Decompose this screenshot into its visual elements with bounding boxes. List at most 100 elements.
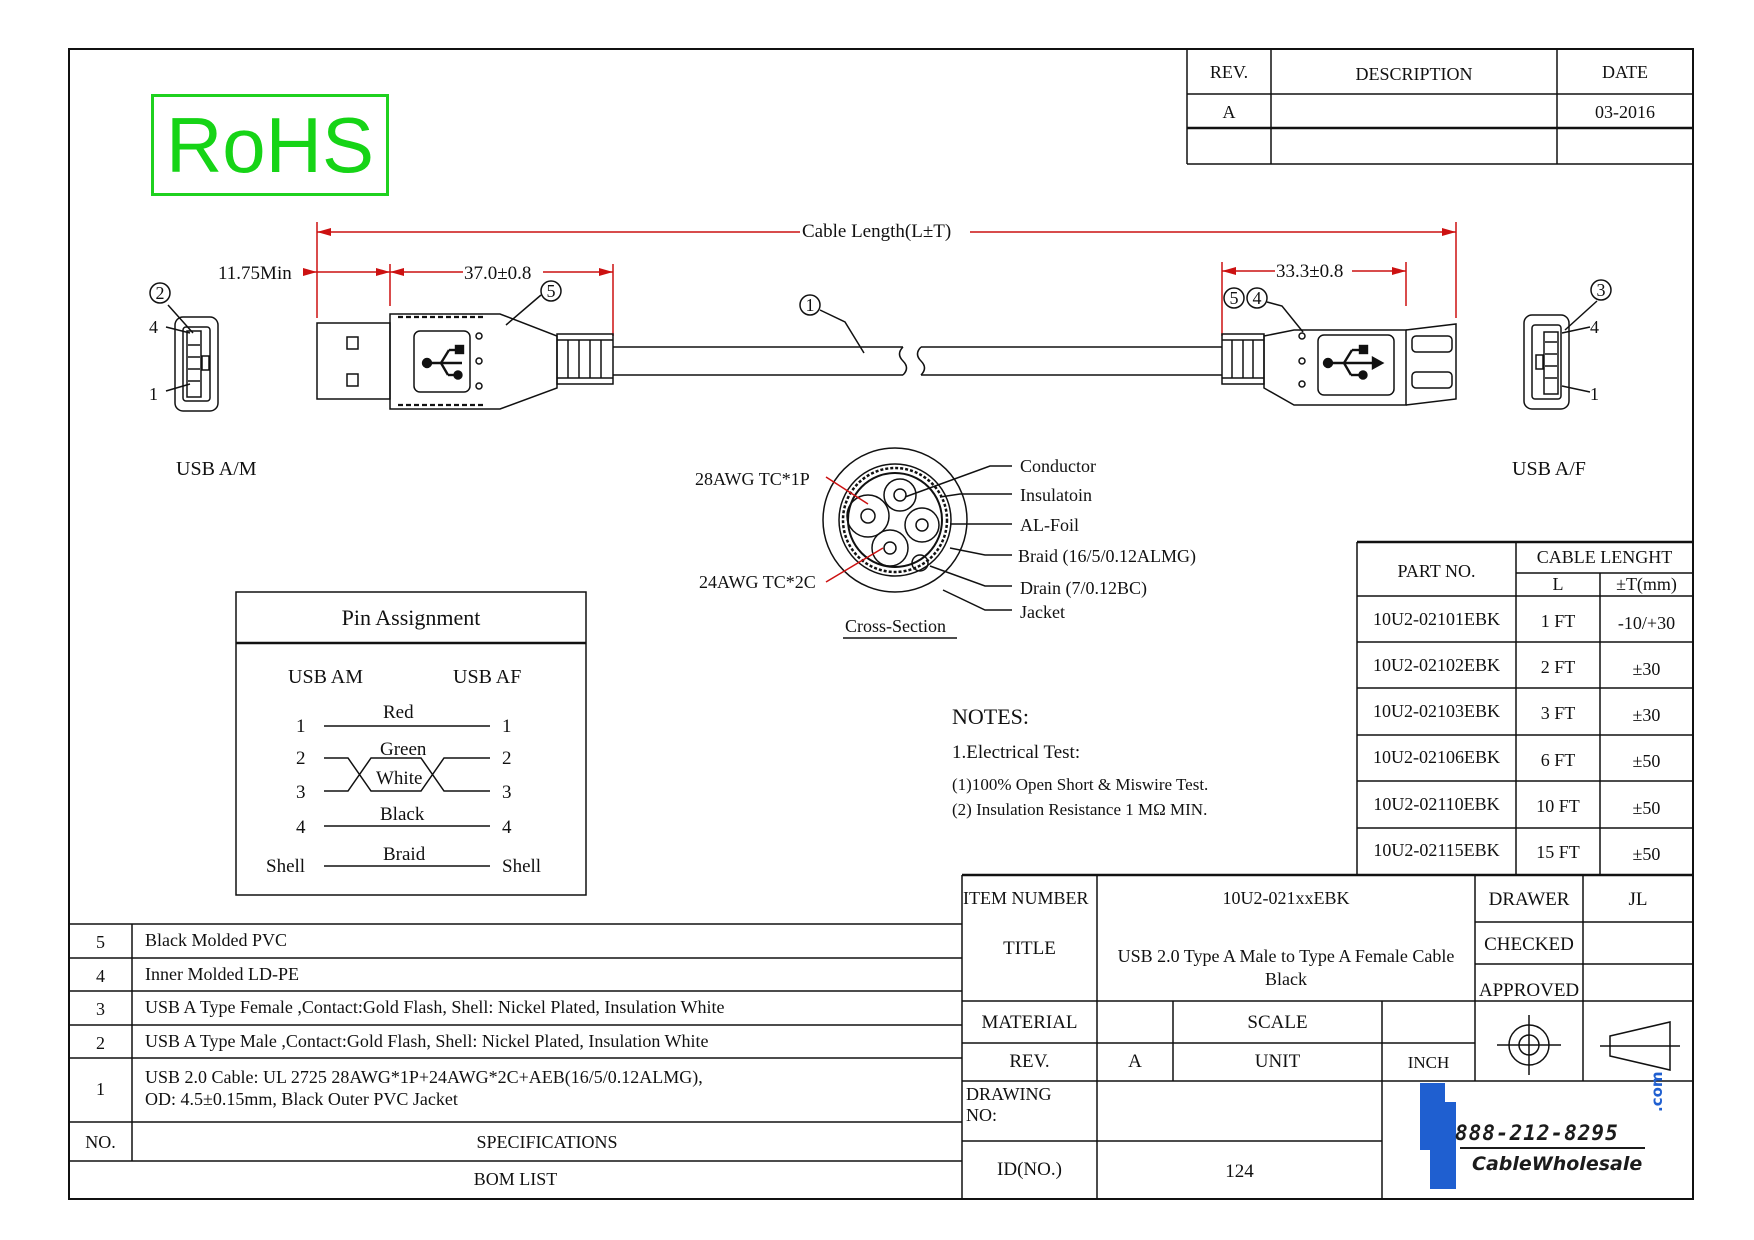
pin-wire-green: Green: [380, 739, 427, 760]
male-length-label: 37.0±0.8: [464, 263, 532, 284]
usb-am-end-view: [165, 304, 219, 412]
part-no-1: 10U2-02101EBK: [1373, 609, 1500, 629]
min-length-label: 11.75Min: [218, 263, 292, 284]
pin-wire-braid: Braid: [383, 844, 426, 865]
projection-symbol: [1497, 1015, 1680, 1075]
part-tolerance-1: -10/+30: [1617, 613, 1676, 633]
bom-no-5: 5: [96, 932, 105, 952]
title-line2: Black: [1265, 969, 1307, 989]
cross-section-leaders: [825, 465, 1012, 639]
callout-5-right: 5: [1229, 288, 1239, 308]
callout-1: 1: [805, 295, 815, 315]
part-length-6: 15 FT: [1536, 842, 1580, 862]
material-label: MATERIAL: [981, 1012, 1078, 1033]
part-length-2: 2 FT: [1540, 657, 1576, 677]
pin-left-1: 1: [296, 716, 306, 737]
callout-4-right: 4: [1252, 288, 1262, 308]
usb-am-side-view: [316, 313, 614, 410]
cross-section-title: Cross-Section: [845, 616, 946, 636]
drawing-no-label-line1: DRAWING: [966, 1084, 1052, 1104]
usb-af-end-view: [1523, 300, 1598, 410]
usb-af-label: USB A/F: [1512, 458, 1586, 480]
date-value: 03-2016: [1595, 102, 1655, 122]
logo-mark: [1420, 1083, 1645, 1189]
note-insulation-resistance: (2) Insulation Resistance 1 MΩ MIN.: [952, 800, 1208, 819]
part-no-6: 10U2-02115EBK: [1373, 840, 1500, 860]
part-no-5: 10U2-02110EBK: [1373, 794, 1500, 814]
am-pin-1: 1: [149, 384, 158, 404]
part-no-4: 10U2-02106EBK: [1373, 747, 1500, 767]
usb-am-label: USB A/M: [176, 458, 257, 480]
part-no-3: 10U2-02103EBK: [1373, 701, 1500, 721]
rohs-mark: RoHS: [151, 94, 389, 196]
pin-header-usb-af: USB AF: [453, 666, 522, 688]
bom-spec-3: USB A Type Female ,Contact:Gold Flash, S…: [145, 997, 725, 1017]
pin-right-4: 4: [502, 817, 512, 838]
cross-section-diagram: [822, 447, 968, 593]
drawer-label: DRAWER: [1488, 889, 1570, 910]
bom-no-1: 1: [96, 1079, 105, 1099]
bom-no-2: 2: [96, 1033, 105, 1053]
title-line1: USB 2.0 Type A Male to Type A Female Cab…: [1117, 946, 1455, 966]
rev-header: REV.: [1209, 62, 1249, 82]
pin-wire-red: Red: [383, 702, 414, 723]
af-pin-4: 4: [1590, 317, 1599, 337]
drawing-border: [68, 48, 1694, 1200]
pin-assignment-title: Pin Assignment: [341, 605, 481, 630]
insulation-label: Insulatoin: [1020, 485, 1092, 505]
drawing-no-label-line2: NO:: [966, 1105, 997, 1125]
bom-no-4: 4: [96, 966, 105, 986]
conductor-label: Conductor: [1020, 456, 1096, 476]
part-tolerance-6: ±50: [1632, 844, 1661, 864]
female-length-label: 33.3±0.8: [1276, 261, 1344, 282]
scale-label: SCALE: [1247, 1012, 1308, 1033]
callout-5-left: 5: [546, 281, 556, 301]
date-header: DATE: [1602, 62, 1648, 82]
bom-spec-1-line1: USB 2.0 Cable: UL 2725 28AWG*1P+24AWG*2C…: [145, 1067, 703, 1087]
drawer-value: JL: [1628, 889, 1648, 910]
description-header: DESCRIPTION: [1355, 64, 1473, 84]
pin-header-usb-am: USB AM: [288, 666, 364, 688]
id-label: ID(NO.): [997, 1159, 1062, 1180]
pin-right-shell: Shell: [502, 856, 542, 877]
approved-label: APPROVED: [1478, 980, 1580, 1001]
t-header: ±T(mm): [1616, 574, 1677, 594]
revision-table-grid: [1186, 49, 1693, 165]
pin-right-3: 3: [502, 782, 512, 803]
af-pin-1: 1: [1590, 384, 1599, 404]
notes-title: NOTES:: [952, 704, 1029, 729]
logo-name: CableWholesale: [1472, 1153, 1643, 1175]
rev-value: A: [1222, 102, 1236, 122]
jacket-label: Jacket: [1020, 602, 1065, 622]
usb-af-side-view: [1221, 323, 1457, 406]
pin-right-1: 1: [502, 716, 512, 737]
callouts: [149, 279, 1612, 354]
note-electrical-test: 1.Electrical Test:: [952, 742, 1081, 763]
note-open-short: (1)100% Open Short & Miswire Test.: [952, 775, 1209, 794]
rev-label: REV.: [1009, 1051, 1050, 1072]
checked-label: CHECKED: [1484, 934, 1574, 955]
item-number-label: ITEM NUMBER: [963, 888, 1089, 908]
logo-phone: 888-212-8295: [1455, 1121, 1619, 1145]
braid-label: Braid (16/5/0.12ALMG): [1018, 546, 1196, 566]
part-length-5: 10 FT: [1536, 796, 1580, 816]
callout-2-left: 2: [155, 283, 165, 303]
pin-right-2: 2: [502, 748, 512, 769]
id-value: 124: [1225, 1161, 1254, 1182]
part-tolerance-3: ±30: [1632, 705, 1661, 725]
bom-spec-2: USB A Type Male ,Contact:Gold Flash, She…: [145, 1031, 709, 1051]
cable-length-header: CABLE LENGHT: [1536, 547, 1673, 567]
cross-section-label-28awg: 28AWG TC*1P: [695, 469, 810, 489]
bom-spec-header: SPECIFICATIONS: [476, 1132, 618, 1152]
callout-3: 3: [1596, 280, 1606, 300]
item-number-value: 10U2-021xxEBK: [1222, 888, 1350, 908]
pin-wire-white: White: [376, 768, 423, 789]
part-length-3: 3 FT: [1540, 703, 1576, 723]
l-header: L: [1552, 574, 1564, 594]
am-pin-4: 4: [149, 317, 158, 337]
pin-left-2: 2: [296, 748, 306, 769]
pin-left-4: 4: [296, 817, 306, 838]
pin-left-3: 3: [296, 782, 306, 803]
pin-assignment-lines: [235, 591, 587, 896]
title-label: TITLE: [1003, 938, 1056, 959]
